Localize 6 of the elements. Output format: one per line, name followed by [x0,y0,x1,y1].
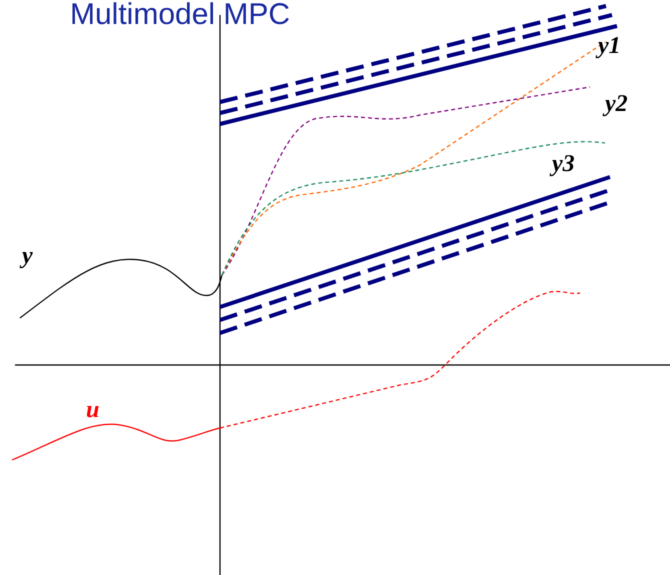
curve-label: y2 [605,92,628,116]
curve-label: y3 [552,152,575,176]
curve-label: y [22,244,33,268]
curve-label: y1 [598,34,621,58]
diagram-title: Multimodel MPC [70,0,290,30]
curve-label: u [86,398,100,422]
